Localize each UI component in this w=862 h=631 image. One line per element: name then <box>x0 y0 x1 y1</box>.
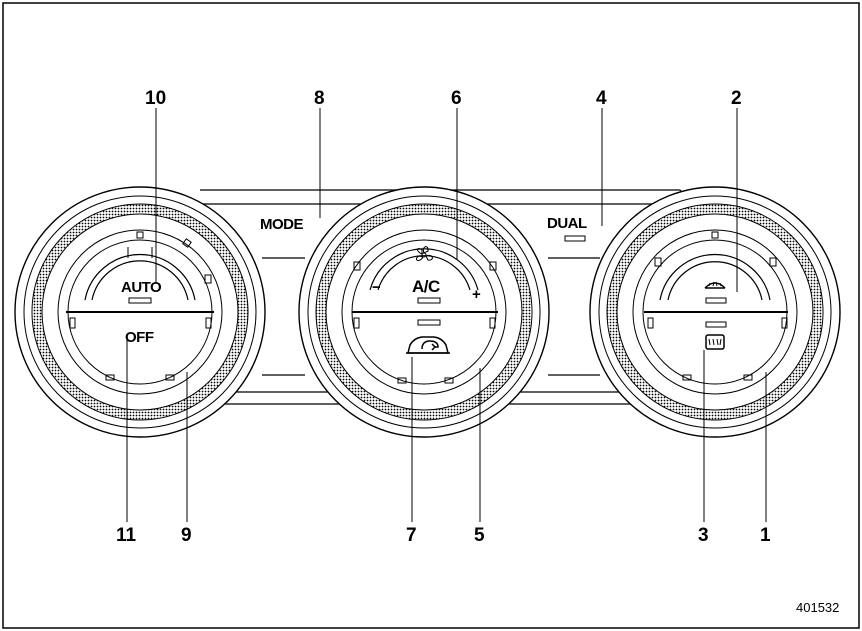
dual-label[interactable]: DUAL <box>547 215 587 232</box>
callout-7: 7 <box>406 525 417 546</box>
recirculation-icon[interactable] <box>406 336 450 354</box>
fan-plus-label[interactable]: + <box>472 286 482 303</box>
fan-minus-label[interactable]: − <box>372 279 382 296</box>
callout-9: 9 <box>181 525 192 546</box>
callout-10: 10 <box>145 88 166 109</box>
recirculation-indicator <box>417 319 441 326</box>
dual-indicator <box>564 235 586 242</box>
right-dial[interactable] <box>589 186 841 438</box>
ac-button-label[interactable]: A/C <box>412 277 441 296</box>
rear-defogger-indicator <box>705 321 727 328</box>
callout-3: 3 <box>698 525 709 546</box>
mode-label[interactable]: MODE <box>260 216 304 233</box>
callout-5: 5 <box>474 525 485 546</box>
callout-4: 4 <box>596 88 607 109</box>
auto-indicator <box>128 297 152 304</box>
callout-11: 11 <box>116 525 137 546</box>
callout-8: 8 <box>314 88 325 109</box>
callout-2: 2 <box>731 88 742 109</box>
off-button-label[interactable]: OFF <box>125 329 154 346</box>
front-defroster-icon[interactable] <box>704 281 726 289</box>
fan-icon <box>416 246 433 262</box>
ac-indicator <box>417 297 441 304</box>
callout-1: 1 <box>760 525 771 546</box>
leader-lines <box>126 108 767 522</box>
center-dial[interactable] <box>298 186 550 438</box>
auto-button-label[interactable]: AUTO <box>121 279 163 296</box>
figure-id: 401532 <box>796 600 839 615</box>
front-defroster-indicator <box>705 297 727 304</box>
rear-defogger-icon[interactable] <box>705 334 725 350</box>
left-dial[interactable] <box>14 186 266 438</box>
callout-6: 6 <box>451 88 462 109</box>
